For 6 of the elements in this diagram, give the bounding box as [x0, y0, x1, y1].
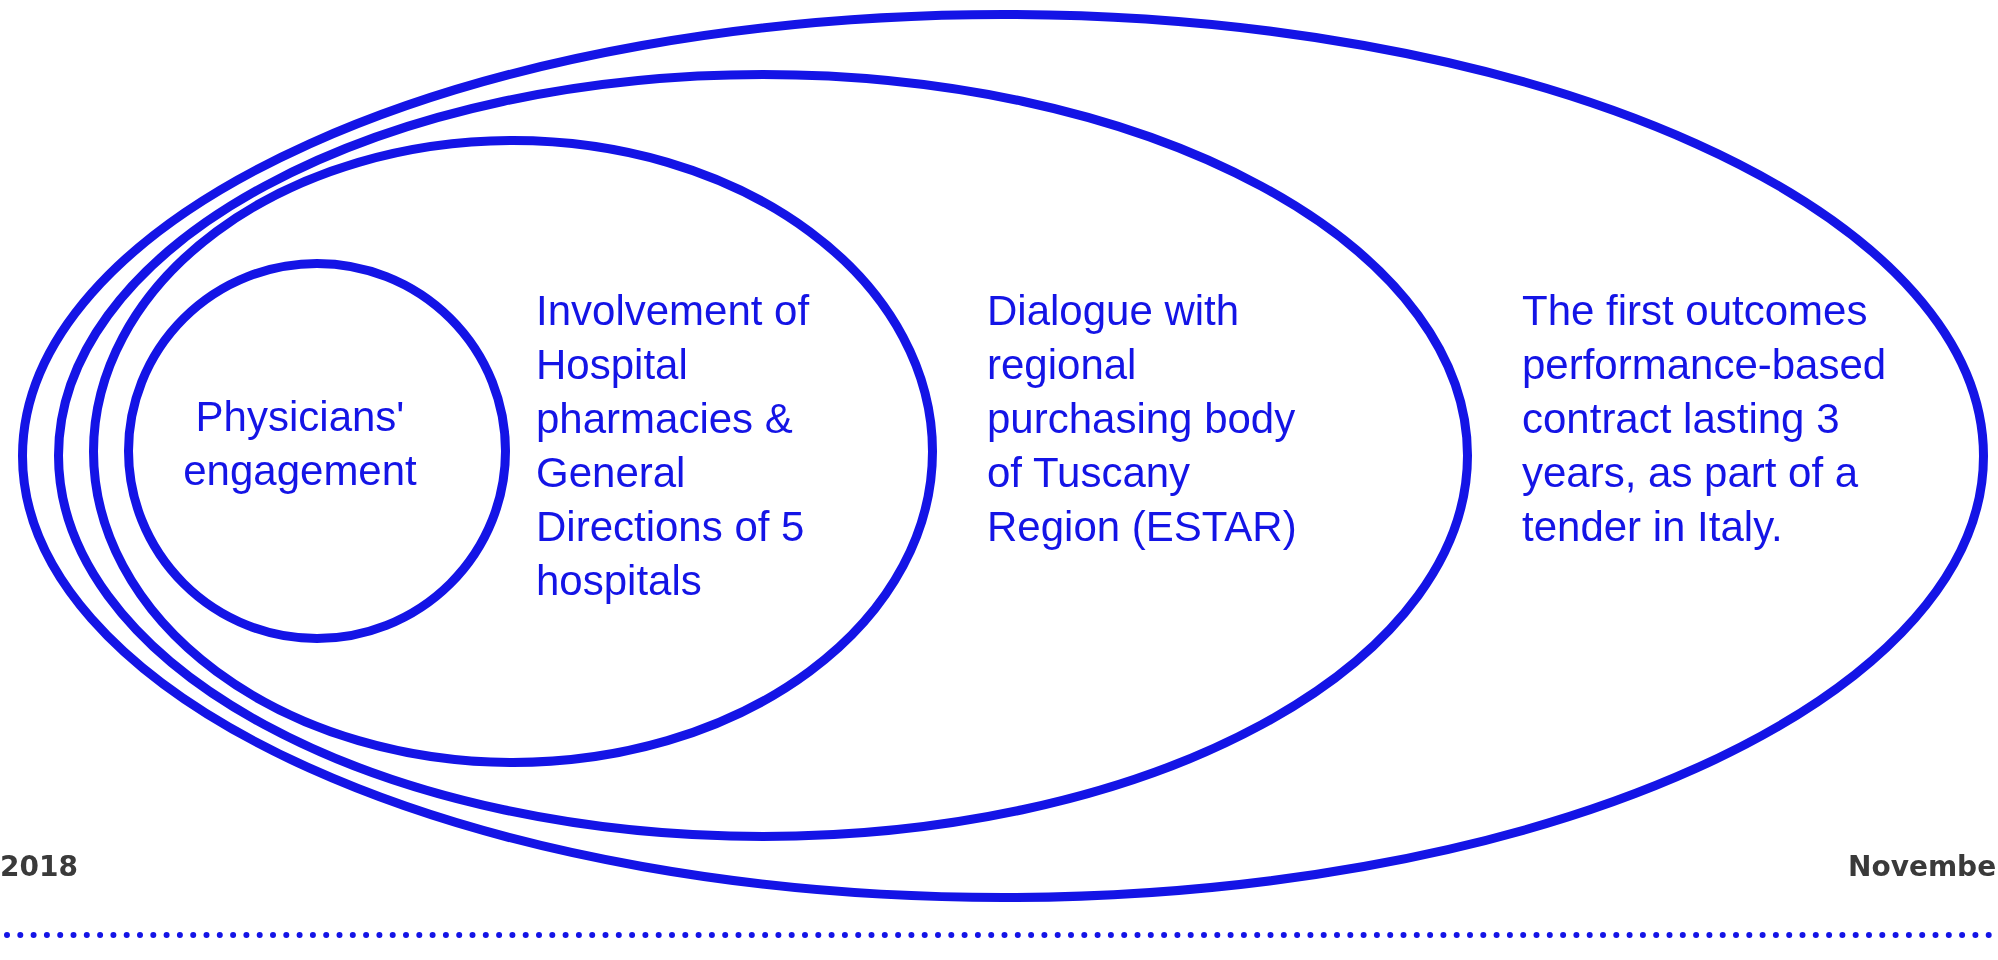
node-text: The first outcomes performance-based contract lasting 3 years, as part of a tender in Italy.: [1522, 286, 1888, 552]
date-text: Novembe: [1848, 850, 1997, 883]
date-text: 2018: [0, 850, 78, 883]
node-text: Involvement of Hospital pharmacies & General Directions of 5 hospitals: [536, 286, 811, 606]
node-text: Dialogue with regional purchasing body of Tuscany Region (ESTAR): [987, 286, 1298, 552]
node-text: Physicians' engagement: [182, 392, 418, 496]
